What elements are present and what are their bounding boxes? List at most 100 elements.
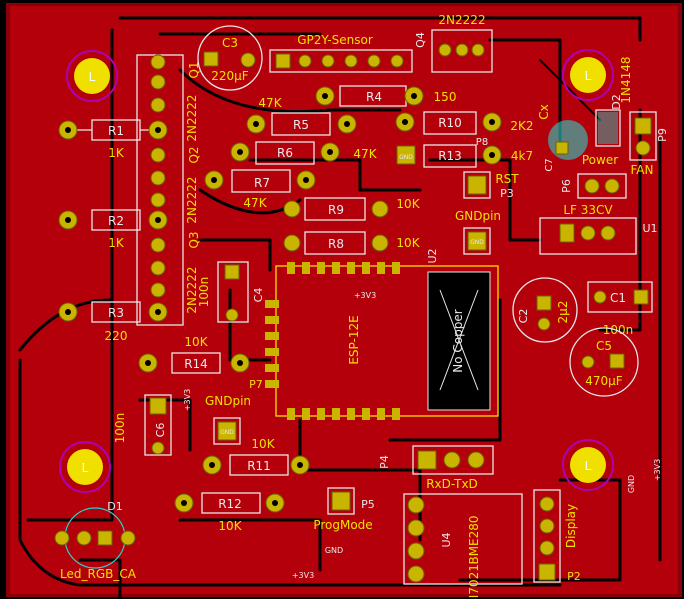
ref-cx: Cx xyxy=(537,104,551,119)
pad-gnd: GND xyxy=(399,154,413,161)
resistor-r4: R4 150 xyxy=(315,85,457,107)
label-bme280: BME280 xyxy=(467,515,481,564)
resistor-r2: R2 1K xyxy=(58,209,168,250)
label-esp12e: ESP-12E xyxy=(347,315,361,364)
label-lf33cv: LF 33CV xyxy=(563,203,613,217)
value-r2: 1K xyxy=(108,236,125,250)
value-r13: 4k7 xyxy=(511,149,533,163)
value-c3: 220µF xyxy=(211,69,249,83)
connector-p9-fan: P9 FAN xyxy=(629,111,669,177)
label-rxd-txd: RxD-TxD xyxy=(426,477,478,491)
value-r1: 1K xyxy=(108,146,125,160)
ref-r12: R12 xyxy=(218,497,242,511)
resistor-r3: R3 220 xyxy=(58,301,168,343)
transistor-q4: 2N2222 Q4 xyxy=(414,13,493,73)
value-c6: 100n xyxy=(113,413,127,444)
label-gndpin-left: GNDpin xyxy=(205,394,251,408)
mount-hole-bl: L xyxy=(59,441,111,493)
diode-d2: 1N4148 D2 xyxy=(595,56,633,147)
header-p4-rxd-txd: RxD-TxD P4 xyxy=(378,445,494,491)
label-progmode: ProgMode xyxy=(313,518,372,532)
mount-hole-br: L xyxy=(562,439,614,491)
label-si7021: SI7021 xyxy=(467,564,481,599)
ref-r1: R1 xyxy=(108,124,124,138)
gp2y-sensor-header: GP2Y-Sensor xyxy=(269,33,413,73)
value-q2: 2N2222 xyxy=(185,176,199,223)
transistor-q1: Q1 2N2222 xyxy=(136,54,201,326)
value-r11: 10K xyxy=(251,437,275,451)
capacitor-c6: 100n C6 xyxy=(113,394,172,456)
value-r5: 47K xyxy=(258,96,282,110)
ref-r3: R3 xyxy=(108,306,124,320)
ref-c5: C5 xyxy=(596,339,612,353)
ref-c6: C6 xyxy=(154,423,167,438)
mount-label: L xyxy=(585,69,592,83)
label-fan: FAN xyxy=(631,163,654,177)
resistor-r9: R9 10K xyxy=(283,197,421,221)
pin-p7: P7 +3V3 xyxy=(183,378,263,411)
resistor-r8: R8 10K xyxy=(283,231,421,255)
connector-p6-power: Power P6 xyxy=(560,153,627,199)
value-r10: 2K2 xyxy=(510,119,533,133)
resistor-r14: R14 10K xyxy=(138,335,250,374)
capacitor-cx: Cx C7 xyxy=(537,104,588,172)
resistor-r6: R6 47K xyxy=(230,141,378,165)
gp2y-label: GP2Y-Sensor xyxy=(297,33,373,47)
net-3v3: +3V3 xyxy=(183,389,192,411)
pad-gnd: GND xyxy=(220,429,234,436)
resistor-r7: R7 47K xyxy=(204,169,316,210)
capacitor-c1: C1 100n xyxy=(587,281,653,337)
ref-r5: R5 xyxy=(293,118,309,132)
value-r14: 10K xyxy=(184,335,208,349)
ref-r13: R13 xyxy=(438,149,462,163)
value-q4: 2N2222 xyxy=(438,13,485,27)
ref-r14: R14 xyxy=(184,357,208,371)
ref-p8: P8 xyxy=(476,137,488,148)
net-3v3: +3V3 xyxy=(292,571,314,580)
value-r12: 10K xyxy=(218,519,242,533)
value-r4: 150 xyxy=(434,90,457,104)
ref-q4: Q4 xyxy=(414,32,427,48)
ref-c4: C4 xyxy=(252,288,265,303)
net-gnd: GND xyxy=(627,475,636,493)
net-gnd: GND xyxy=(325,546,343,555)
ref-p7: P7 xyxy=(249,378,263,391)
ref-c3: C3 xyxy=(222,36,238,50)
resistor-r12: R12 10K xyxy=(174,492,285,533)
esp12e-module: No Copper ESP-12E U2 +3V3 xyxy=(265,248,499,420)
label-led: Led_RGB_CA xyxy=(60,567,137,581)
ref-r9: R9 xyxy=(328,203,344,217)
ref-q2: Q2 xyxy=(187,146,201,163)
pin-p3-rst: RST P3 xyxy=(463,171,519,200)
value-r8: 10K xyxy=(396,236,420,250)
resistor-r10: R10 2K2 xyxy=(395,111,534,135)
value-d2: 1N4148 xyxy=(619,56,633,103)
ref-d1: D1 xyxy=(107,500,122,513)
value-r6: 47K xyxy=(353,147,377,161)
header-p2-display: Display P2 xyxy=(533,489,581,583)
label-power: Power xyxy=(582,153,618,167)
value-r9: 10K xyxy=(396,197,420,211)
resistor-r1: R1 1K xyxy=(58,119,168,160)
label-rst: RST xyxy=(495,172,519,186)
ref-r4: R4 xyxy=(366,90,382,104)
value-r3: 220 xyxy=(105,329,128,343)
net-3v3: +3V3 xyxy=(653,459,662,481)
ref-p9: P9 xyxy=(656,128,669,142)
value-c5: 470µF xyxy=(585,374,623,388)
ref-r10: R10 xyxy=(438,116,462,130)
mount-hole-tl: L xyxy=(66,50,118,102)
ref-u4: U4 xyxy=(440,532,453,547)
capacitor-c3: C3 220µF xyxy=(197,25,263,91)
pin-p5-progmode: P5 ProgMode xyxy=(313,487,375,532)
label-display: Display xyxy=(564,504,578,548)
ref-r7: R7 xyxy=(254,176,270,190)
no-copper-label: No Copper xyxy=(451,309,465,372)
ref-r8: R8 xyxy=(328,237,344,251)
ref-q1: Q1 xyxy=(187,61,201,78)
ref-u1: U1 xyxy=(642,222,657,235)
ref-r6: R6 xyxy=(277,146,293,160)
ref-p3: P3 xyxy=(500,187,514,200)
value-c2: 2µ2 xyxy=(556,301,570,324)
